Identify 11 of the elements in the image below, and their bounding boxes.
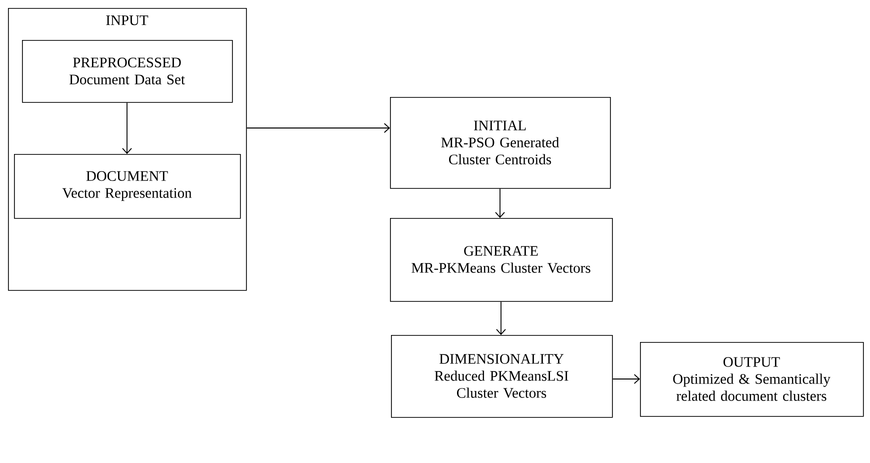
arrow: [496, 301, 506, 335]
process-box: OUTPUT Optimized & Semantically related document clusters: [640, 342, 864, 417]
process-box: GENERATE MR-PKMeans Cluster Vectors: [390, 218, 613, 302]
process-box: DOCUMENT Vector Representation: [14, 154, 241, 219]
arrow: [612, 374, 640, 384]
process-box: PREPROCESSED Document Data Set: [22, 40, 233, 103]
process-box: INITIAL MR-PSO Generated Cluster Centroids: [390, 97, 611, 189]
arrow: [246, 123, 390, 133]
process-box: DIMENSIONALITY Reduced PKMeansLSI Cluster Vectors: [391, 335, 613, 418]
arrow: [495, 188, 505, 218]
arrow: [122, 102, 132, 154]
